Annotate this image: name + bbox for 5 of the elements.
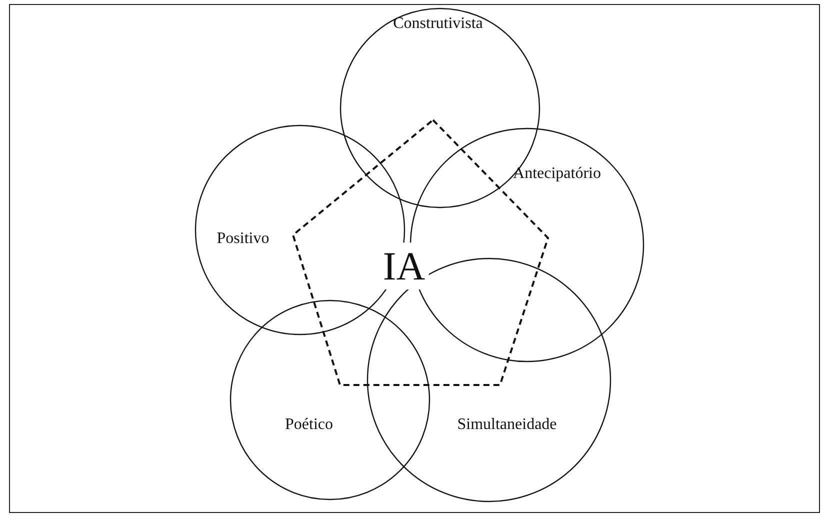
circle-label: Positivo bbox=[216, 230, 270, 248]
circle-label: Construtivista bbox=[393, 15, 483, 33]
circle-label: Poético bbox=[285, 416, 333, 434]
circle-label: Simultaneidade bbox=[457, 416, 557, 434]
circle-label: Antecipatório bbox=[513, 165, 601, 183]
